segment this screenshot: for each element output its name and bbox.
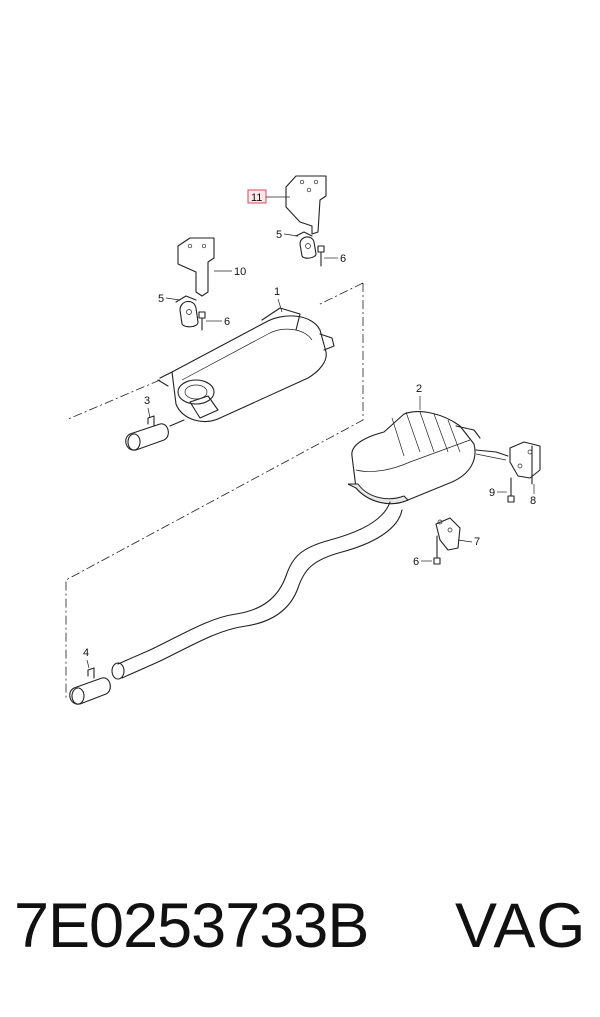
callout-8[interactable]: 8	[530, 495, 536, 507]
leader-5-upper	[283, 233, 299, 237]
callout-5-upper[interactable]: 5	[276, 229, 282, 241]
bolt-6-upper[interactable]	[317, 245, 325, 267]
bracket-10[interactable]	[177, 237, 215, 297]
clamp-4[interactable]	[69, 667, 111, 705]
bolt-6-lower[interactable]	[198, 311, 206, 331]
intermediate-pipe[interactable]	[111, 501, 403, 680]
clamp-3[interactable]	[125, 415, 185, 451]
front-silencer-1[interactable]	[157, 307, 335, 422]
bolt-6-rear[interactable]	[433, 535, 441, 565]
callout-6-lower[interactable]: 6	[224, 316, 230, 328]
callout-7[interactable]: 7	[474, 536, 480, 548]
rear-silencer-2[interactable]	[347, 411, 509, 505]
mount-8[interactable]	[509, 441, 541, 485]
callout-4[interactable]: 4	[83, 647, 89, 659]
leader-7	[457, 539, 473, 543]
caption: 7E0253733B VAG	[0, 890, 600, 980]
callout-9[interactable]: 9	[489, 487, 495, 499]
part-number: 7E0253733B	[14, 891, 369, 961]
callout-5-lower[interactable]: 5	[158, 293, 164, 305]
callout-6-rear[interactable]: 6	[413, 556, 419, 568]
callout-1[interactable]: 1	[274, 286, 280, 298]
bolt-9[interactable]	[507, 477, 515, 503]
diagram-drawing: 11 5 6 10 5 6	[65, 175, 541, 705]
rubber-mount-upper[interactable]	[295, 231, 317, 259]
callout-11[interactable]: 11	[251, 192, 262, 204]
leader-3	[147, 407, 151, 419]
callout-6-upper[interactable]: 6	[340, 253, 346, 265]
callout-10[interactable]: 10	[234, 266, 246, 278]
assembly-outline	[65, 282, 364, 700]
callout-3[interactable]: 3	[144, 395, 150, 407]
leader-5-lower	[165, 297, 181, 301]
callout-box-11[interactable]	[247, 189, 267, 204]
brand-name: VAG	[455, 891, 587, 961]
bracket-11[interactable]	[285, 175, 327, 235]
callout-2[interactable]: 2	[416, 383, 422, 395]
rubber-mount-lower[interactable]	[175, 295, 199, 328]
leader-4	[86, 659, 90, 669]
leader-1	[277, 298, 283, 313]
mount-7[interactable]	[435, 517, 461, 551]
